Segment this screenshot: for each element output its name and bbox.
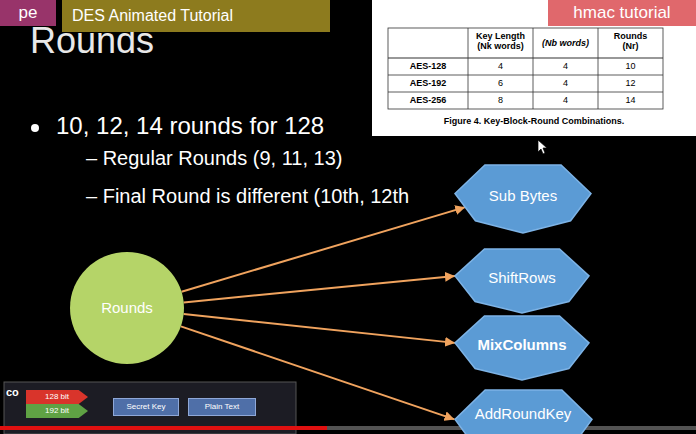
key-size-arrow-fill — [26, 404, 88, 418]
table-cell: 4 — [533, 61, 598, 71]
bullet-dot — [31, 124, 39, 132]
table-cell: 12 — [598, 78, 663, 88]
table-image — [372, 0, 696, 136]
mouse-cursor — [538, 140, 547, 154]
rounds-circle: Rounds — [70, 252, 184, 364]
key-size-arrow-fill — [26, 390, 88, 404]
thumbnail-text: co — [6, 386, 19, 399]
node-text: MixColumns — [477, 336, 566, 353]
node-text: ShiftRows — [488, 269, 556, 286]
node-text: Secret Key — [126, 402, 165, 411]
node-text: 128 bit — [45, 392, 69, 401]
table-rule — [598, 28, 599, 109]
step-heptagon-fill — [455, 249, 589, 313]
table-rule — [388, 75, 663, 76]
node-text: Rounds — [101, 299, 153, 316]
step-heptagon-fill — [455, 165, 591, 233]
step-heptagon-fill — [455, 316, 589, 380]
node-text: Plain Text — [205, 402, 240, 411]
input-box: Plain Text — [188, 398, 256, 416]
table-rule — [533, 28, 534, 109]
table-cell: AES-128 — [388, 61, 468, 71]
channel-tab: pe — [0, 0, 56, 26]
link-tab: hmac tutorial — [548, 0, 696, 26]
step-heptagon-fill — [455, 390, 592, 434]
table-rule — [388, 57, 663, 58]
step-heptagon: AddRoundKey — [455, 390, 592, 434]
table-rule — [388, 92, 663, 93]
node-text: AddRoundKey — [475, 405, 572, 422]
connector-arrow — [184, 276, 455, 303]
sub-bullet-text: – Regular Rounds (9, 11, 13) — [86, 147, 342, 170]
table-cell: 4 — [468, 61, 533, 71]
step-heptagon: Sub Bytes — [455, 165, 591, 233]
node-text: DES Animated Tutorial — [72, 7, 233, 25]
input-box: Secret Key — [113, 398, 179, 416]
table-header: Rounds (Nr) — [608, 31, 653, 52]
node-text: Sub Bytes — [489, 187, 557, 204]
table-cell: 14 — [598, 95, 663, 105]
table-cell: 6 — [468, 78, 533, 88]
video-title-tab: DES Animated Tutorial — [62, 0, 330, 32]
table-header: Key Length (Nk words) — [468, 31, 533, 52]
sub-bullet-text: – Final Round is different (10th, 12th — [86, 185, 409, 208]
table-cell: AES-192 — [388, 78, 468, 88]
table-rule — [468, 28, 469, 109]
table-cell: AES-256 — [388, 95, 468, 105]
key-size-arrow: 128 bit — [26, 390, 88, 404]
step-heptagon: ShiftRows — [455, 249, 589, 313]
connector-arrow — [184, 314, 455, 343]
table-cell: 4 — [533, 78, 598, 88]
table-cell: 4 — [533, 95, 598, 105]
node-text: pe — [19, 3, 38, 23]
progress-bar — [0, 426, 327, 430]
bullet-text: 10, 12, 14 rounds for 128 — [56, 112, 324, 140]
progress-track — [0, 426, 696, 430]
table-cell: 8 — [468, 95, 533, 105]
connector-arrow — [181, 326, 455, 419]
table-border — [388, 28, 663, 109]
node-text: 192 bit — [45, 406, 69, 415]
key-size-arrow: 192 bit — [26, 404, 88, 418]
step-heptagon: MixColumns — [455, 316, 589, 380]
node-text: hmac tutorial — [573, 3, 670, 23]
table-header: (Nb words) — [533, 38, 598, 48]
table-cell: 10 — [598, 61, 663, 71]
figure-caption: Figure 4. Key-Block-Round Combinations. — [372, 116, 696, 126]
